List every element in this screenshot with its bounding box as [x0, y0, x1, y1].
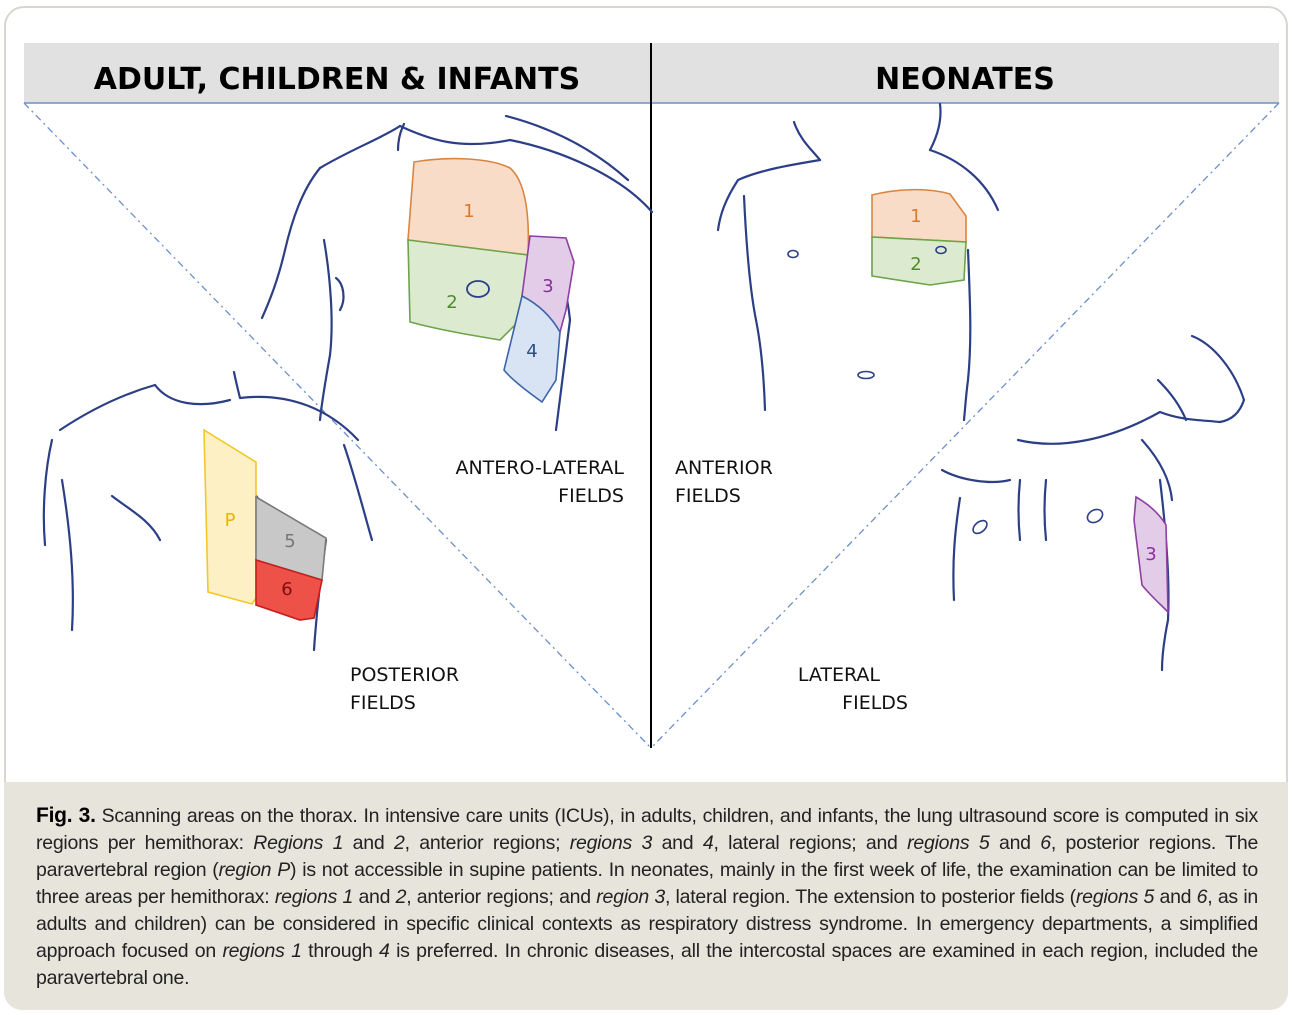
region-6-label: 6 — [281, 579, 292, 600]
caption-box: Fig. 3.Scanning areas on the thorax. In … — [4, 782, 1288, 1010]
caption-italic-run: regions 1 — [275, 886, 353, 908]
caption-italic-run: 4 — [379, 940, 390, 962]
caption-italic-run: 6 — [1040, 832, 1051, 854]
caption-text: Scanning areas on the thorax. In intensi… — [36, 805, 1258, 989]
neo-lateral-nipple-right — [1085, 507, 1105, 525]
region-2-patch — [408, 240, 528, 340]
thorax-diagram: ADULT, CHILDREN & INFANTS NEONATES 1 2 3 — [0, 0, 1292, 780]
figure-number: Fig. 3. — [36, 804, 96, 827]
caption-italic-run: 2 — [394, 832, 405, 854]
neo-region-3-label: 3 — [1145, 544, 1156, 565]
antero-lateral-label-line2: FIELDS — [558, 485, 624, 507]
caption-italic-run: regions 5 — [907, 832, 989, 854]
anterior-label-line2: FIELDS — [675, 485, 741, 507]
caption-text-run: and — [1154, 886, 1197, 908]
caption-italic-run: Regions 1 — [253, 832, 343, 854]
posterior-label-line2: FIELDS — [350, 692, 416, 714]
region-5-label: 5 — [284, 531, 295, 552]
region-1-label: 1 — [463, 201, 474, 222]
caption-text-run: , anterior regions; and — [406, 886, 596, 908]
region-p-label: P — [225, 510, 236, 531]
posterior-label-line1: POSTERIOR — [350, 664, 459, 686]
anterior-label-line1: ANTERIOR — [675, 457, 773, 479]
region-2-label: 2 — [446, 292, 457, 313]
caption-text-run: and — [989, 832, 1040, 854]
lateral-label-line2: FIELDS — [842, 692, 908, 714]
neonate-lateral-torso-outline — [942, 336, 1244, 670]
caption-italic-run: regions 1 — [222, 940, 301, 962]
caption-text-run: , anterior regions; — [405, 832, 570, 854]
neo-lateral-nipple-left — [971, 518, 990, 536]
caption-text-run: and — [353, 886, 396, 908]
caption-text-run: and — [343, 832, 394, 854]
neo-region-1-label: 1 — [910, 206, 921, 227]
caption-text-run: through — [302, 940, 379, 962]
region-4-label: 4 — [526, 341, 537, 362]
neo-region-2-label: 2 — [910, 254, 921, 275]
lateral-label-line1: LATERAL — [798, 664, 881, 686]
caption-italic-run: regions 5 — [1076, 886, 1154, 908]
region-3-label: 3 — [542, 276, 553, 297]
caption-italic-run: region 3 — [596, 886, 665, 908]
caption-text-run: , lateral regions; and — [713, 832, 907, 854]
neo-nipple-left — [788, 251, 798, 258]
caption-italic-run: 4 — [703, 832, 714, 854]
caption-italic-run: 6 — [1197, 886, 1208, 908]
caption-text-run: and — [652, 832, 703, 854]
caption-italic-run: regions 3 — [570, 832, 652, 854]
header-left: ADULT, CHILDREN & INFANTS — [94, 62, 580, 97]
header-right: NEONATES — [875, 62, 1055, 97]
neo-navel — [858, 372, 874, 379]
caption-text-run: , lateral region. The extension to poste… — [665, 886, 1076, 908]
antero-lateral-label-line1: ANTERO-LATERAL — [455, 457, 624, 479]
figure-caption: Fig. 3.Scanning areas on the thorax. In … — [36, 802, 1258, 992]
caption-italic-run: 2 — [396, 886, 407, 908]
caption-italic-run: region P — [219, 859, 290, 881]
